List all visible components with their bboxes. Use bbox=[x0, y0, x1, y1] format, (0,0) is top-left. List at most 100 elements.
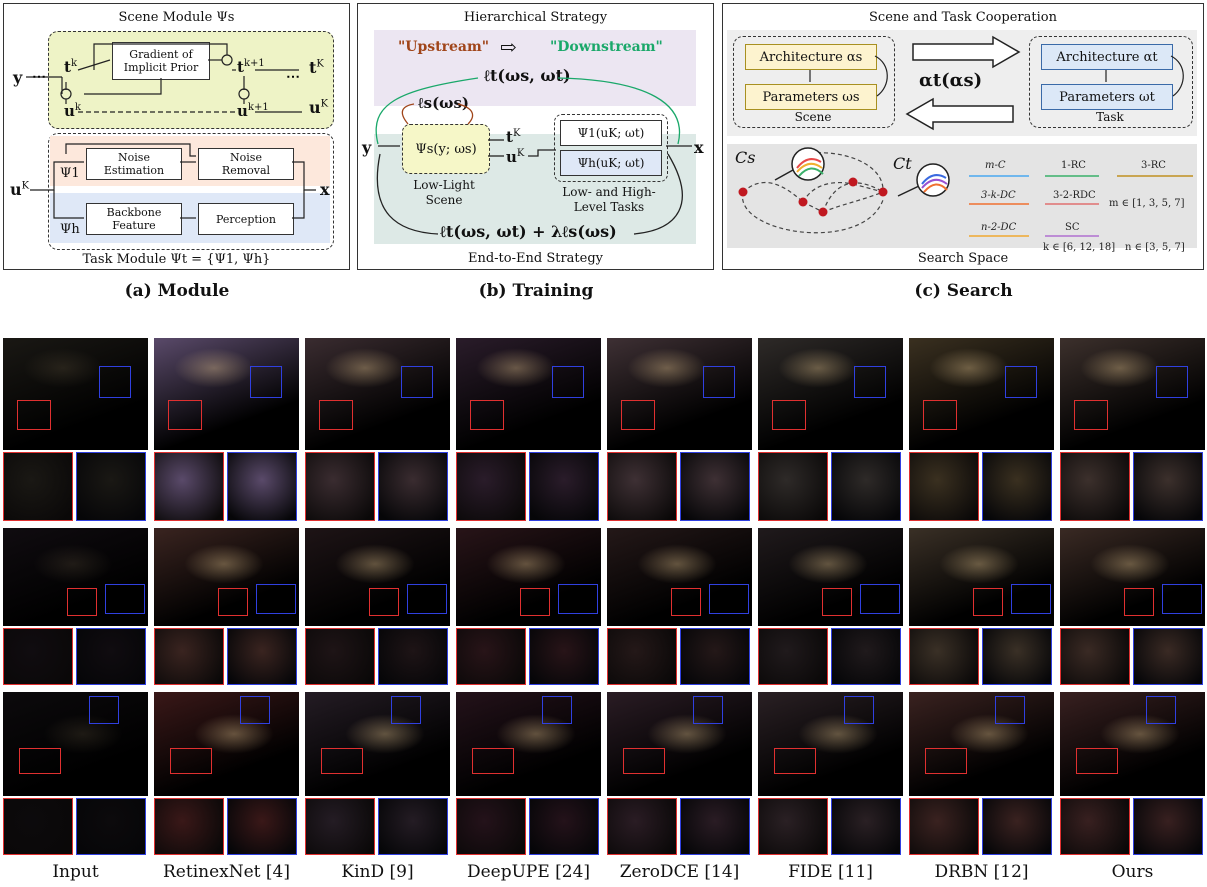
crop-blue-row3-col6 bbox=[831, 798, 901, 855]
crop-red-row3-col2 bbox=[154, 798, 224, 855]
crop-red-row3-col1 bbox=[3, 798, 73, 855]
photo-row2-col7 bbox=[909, 528, 1054, 626]
photo-row3-col5 bbox=[607, 692, 752, 796]
zoom-box-blue bbox=[709, 584, 749, 614]
zoom-box-red bbox=[1124, 588, 1154, 616]
psi1-label: Ψ1 bbox=[60, 166, 80, 181]
op-3kdc: 3-k-DC bbox=[981, 190, 1016, 201]
scene-light bbox=[798, 714, 878, 754]
comparison-grid bbox=[0, 338, 1207, 858]
caption-training: (b) Training bbox=[478, 281, 594, 301]
crop-red-row1-col8 bbox=[1060, 452, 1130, 521]
crop-blue-row1-col3 bbox=[378, 452, 448, 521]
noise-estimation-box: Noise Estimation bbox=[86, 148, 182, 180]
method-label-3: KinD [9] bbox=[341, 862, 414, 882]
zoom-box-blue bbox=[1005, 366, 1037, 398]
photo-row3-col8 bbox=[1060, 692, 1205, 796]
photo-row2-col1 bbox=[3, 528, 148, 626]
method-label-2: RetinexNet [4] bbox=[163, 862, 290, 882]
loss-s: ℓs(ωs) bbox=[418, 94, 469, 112]
crop-red-row2-col1 bbox=[3, 628, 73, 685]
photo-row2-col8 bbox=[1060, 528, 1205, 626]
zoom-box-blue bbox=[99, 366, 131, 398]
x-output: x bbox=[694, 138, 704, 157]
zoom-box-blue bbox=[693, 696, 723, 724]
zoom-box-red bbox=[520, 588, 550, 616]
photo-row2-col2 bbox=[154, 528, 299, 626]
training-panel: Hierarchical Strategy "Upstream" ⇨ "Down… bbox=[357, 3, 714, 270]
crop-red-row3-col6 bbox=[758, 798, 828, 855]
noise-removal-box: Noise Removal bbox=[198, 148, 294, 180]
k-range: k ∈ [6, 12, 18] bbox=[1043, 242, 1116, 253]
perception-box: Perception bbox=[198, 203, 294, 235]
crop-blue-row2-col6 bbox=[831, 628, 901, 685]
zoom-box-red bbox=[470, 400, 504, 430]
zoom-box-red bbox=[774, 748, 816, 774]
scene-module-area bbox=[48, 31, 334, 129]
task-module-title: Task Module Ψt = {Ψ1, Ψh} bbox=[82, 252, 271, 267]
crop-red-row3-col5 bbox=[607, 798, 677, 855]
x-output: x bbox=[320, 180, 330, 199]
crop-red-row1-col7 bbox=[909, 452, 979, 521]
scene-light bbox=[949, 714, 1029, 754]
crop-blue-row1-col4 bbox=[529, 452, 599, 521]
photo-row1-col2 bbox=[154, 338, 299, 450]
photo-row1-col8 bbox=[1060, 338, 1205, 450]
crop-blue-row1-col5 bbox=[680, 452, 750, 521]
zoom-box-red bbox=[168, 400, 202, 430]
tasks-label: Low- and High- Level Tasks bbox=[562, 185, 656, 214]
psi-s-box: Ψs(y; ωs) bbox=[402, 124, 490, 174]
crop-red-row2-col3 bbox=[305, 628, 375, 685]
task-arrows bbox=[30, 143, 316, 219]
zoom-box-red bbox=[925, 748, 967, 774]
t-k1: tk+1 bbox=[237, 58, 265, 76]
crop-red-row2-col7 bbox=[909, 628, 979, 685]
photo-row1-col6 bbox=[758, 338, 903, 450]
task-module-area bbox=[48, 133, 334, 250]
crop-red-row3-col7 bbox=[909, 798, 979, 855]
op-3rc: 3-RC bbox=[1141, 160, 1166, 171]
zoom-box-blue bbox=[1156, 366, 1188, 398]
caption-module: (a) Module bbox=[124, 281, 230, 301]
crop-red-row2-col8 bbox=[1060, 628, 1130, 685]
photo-row2-col3 bbox=[305, 528, 450, 626]
crop-blue-row3-col7 bbox=[982, 798, 1052, 855]
scene-light bbox=[496, 714, 576, 754]
crop-blue-row2-col7 bbox=[982, 628, 1052, 685]
scene-light bbox=[345, 714, 425, 754]
photo-row1-col1 bbox=[3, 338, 148, 450]
crop-blue-row2-col4 bbox=[529, 628, 599, 685]
upstream-band bbox=[374, 30, 696, 106]
zoom-box-red bbox=[321, 748, 363, 774]
scene-light bbox=[194, 714, 274, 754]
photo-row3-col7 bbox=[909, 692, 1054, 796]
crop-blue-row2-col8 bbox=[1133, 628, 1203, 685]
crop-blue-row1-col7 bbox=[982, 452, 1052, 521]
method-label-6: FIDE [11] bbox=[788, 862, 873, 882]
photo-row1-col7 bbox=[909, 338, 1054, 450]
photo-row2-col6 bbox=[758, 528, 903, 626]
crop-red-row2-col5 bbox=[607, 628, 677, 685]
u-K: uK bbox=[309, 98, 329, 117]
crop-red-row2-col4 bbox=[456, 628, 526, 685]
zoom-box-blue bbox=[401, 366, 433, 398]
param-t-box: Parameters ωt bbox=[1041, 84, 1173, 110]
zoom-box-red bbox=[218, 588, 248, 616]
tK-label: tK bbox=[506, 128, 521, 146]
zoom-box-blue bbox=[558, 584, 598, 614]
scene-light bbox=[929, 348, 1009, 388]
crop-blue-row3-col1 bbox=[76, 798, 146, 855]
crop-red-row1-col2 bbox=[154, 452, 224, 521]
uK-input: uK bbox=[10, 180, 30, 199]
zoom-box-red bbox=[1074, 400, 1108, 430]
crop-blue-row1-col2 bbox=[227, 452, 297, 521]
photo-row3-col2 bbox=[154, 692, 299, 796]
param-s-box: Parameters ωs bbox=[745, 84, 877, 110]
crop-blue-row2-col1 bbox=[76, 628, 146, 685]
crop-blue-row3-col4 bbox=[529, 798, 599, 855]
loss-top: ℓt(ωs, ωt) bbox=[484, 66, 571, 85]
crop-red-row1-col5 bbox=[607, 452, 677, 521]
scene-label: Scene bbox=[794, 110, 832, 124]
zoom-box-red bbox=[621, 400, 655, 430]
